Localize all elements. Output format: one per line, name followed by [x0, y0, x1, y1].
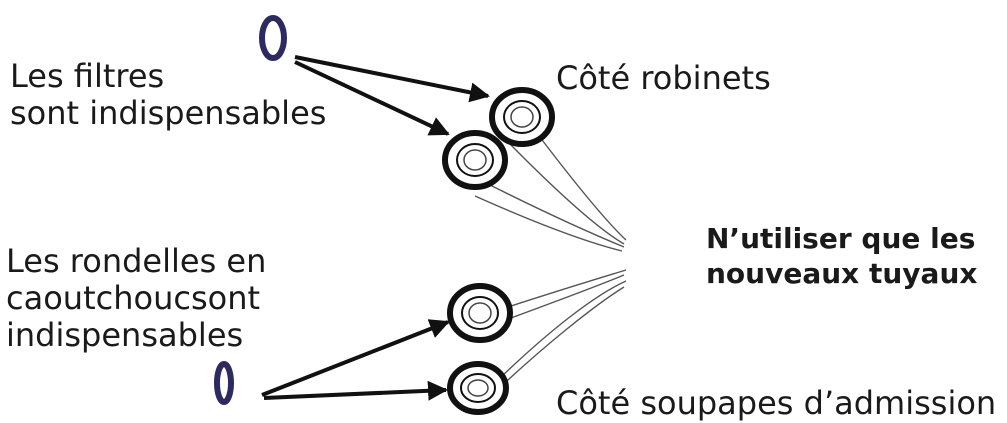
hose-lines — [474, 131, 627, 393]
hose-connector-icon — [489, 87, 555, 147]
hose-connector-icon — [447, 361, 509, 415]
hose-connector-icon — [442, 130, 508, 190]
washers-label-line: indispensables — [6, 316, 244, 354]
filters-label-line: sont indispensables — [10, 94, 327, 132]
taps-side-label: Côté robinets — [556, 59, 771, 97]
washers-label: Les rondelles en caoutchoucsont indispen… — [6, 243, 266, 354]
rubber-washer-icon — [214, 361, 234, 405]
hose-connector-icon — [447, 283, 513, 343]
filters-label: Les filtres sont indispensables — [10, 58, 326, 132]
filter-ring-icon — [259, 15, 287, 61]
filters-label-line: Les filtres — [10, 57, 165, 95]
valves-side-label: Côté soupapes d’admission — [556, 384, 997, 422]
arrow-icon — [261, 55, 490, 401]
new-hoses-label: N’utiliser que les nouveaux tuyaux — [706, 221, 977, 291]
new-hoses-label-line: N’utiliser que les — [706, 222, 976, 255]
washers-label-line: Les rondelles en — [6, 242, 267, 280]
new-hoses-label-line: nouveaux tuyaux — [706, 257, 978, 290]
washers-label-line: caoutchoucsont — [6, 279, 261, 317]
